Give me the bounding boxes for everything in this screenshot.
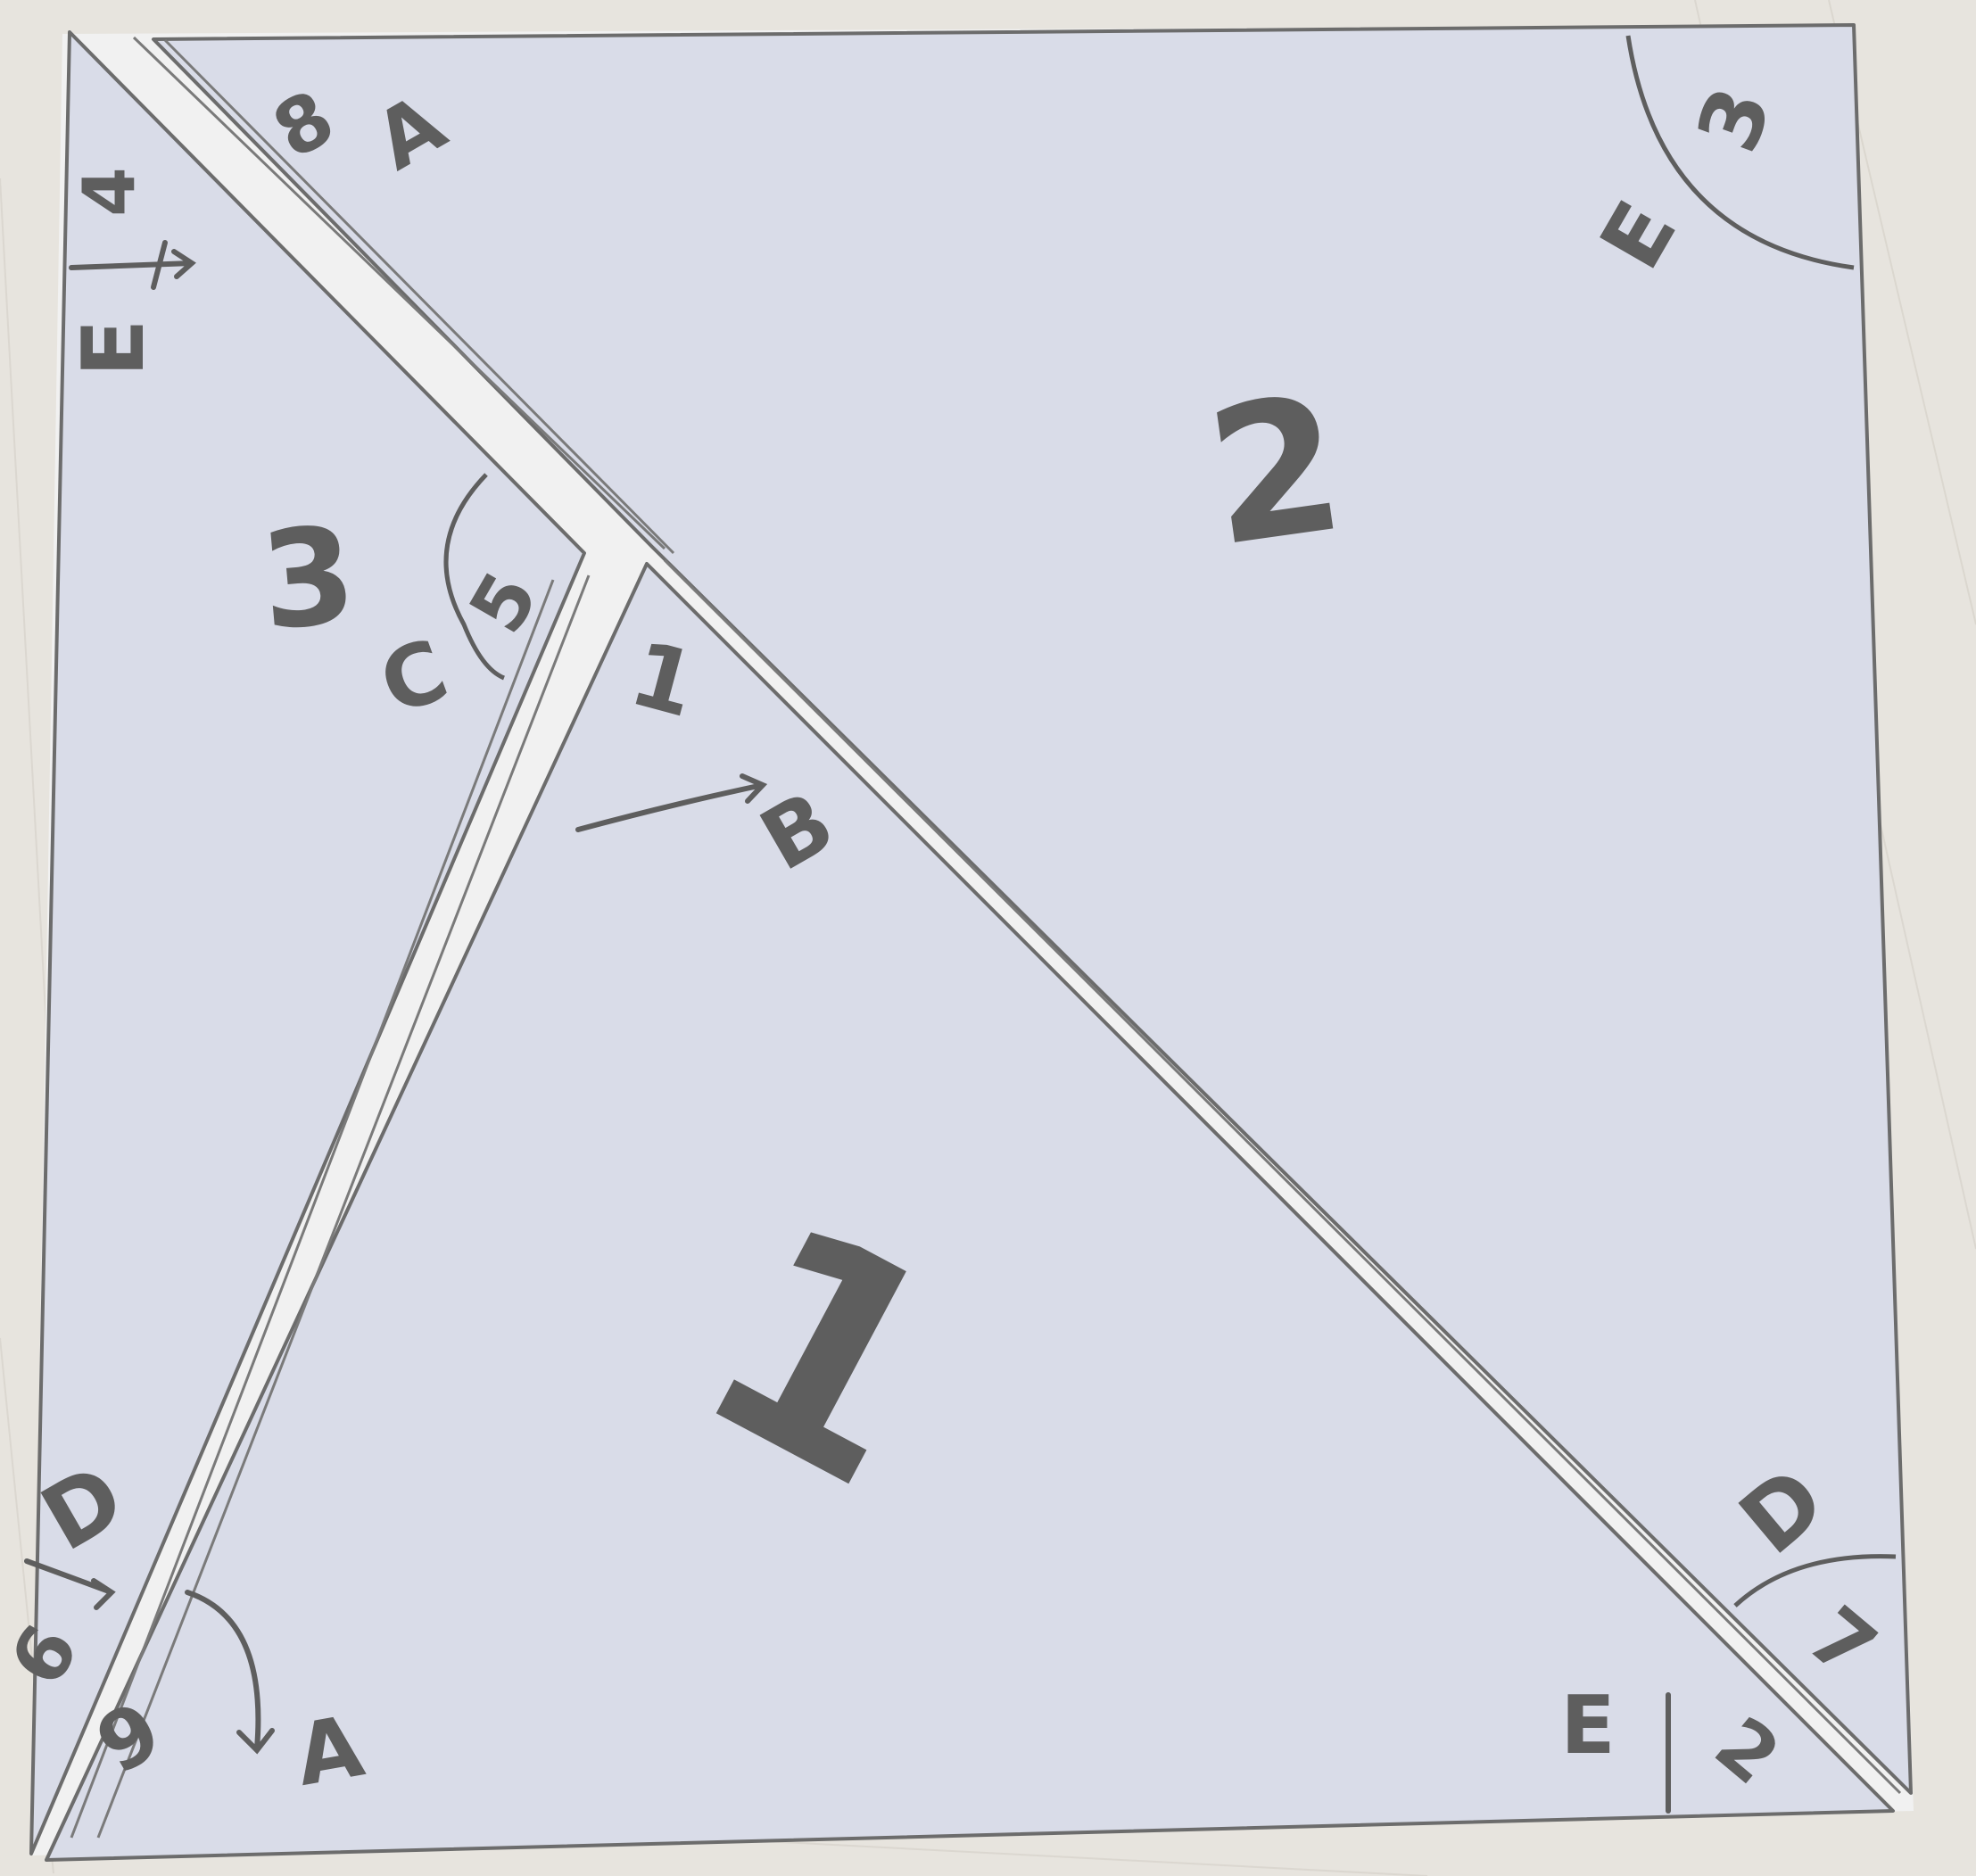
arc-center-5 [443, 473, 506, 681]
cut-edge-lines [70, 36, 1902, 1839]
label-e-bottom-right: E [1560, 1679, 1615, 1773]
piece-number-3: 3 [255, 498, 361, 660]
arc-top-right [1625, 35, 1855, 270]
arrow-e-top-left [69, 249, 196, 279]
piece-1 [45, 562, 1895, 1862]
arrow-a-bottom [185, 1590, 275, 1755]
piece-number-2: 2 [1196, 354, 1356, 589]
arrows [24, 240, 1671, 1814]
label-4-top-left: 4 [68, 167, 151, 217]
piece-3 [29, 30, 586, 1855]
arc-bottom-right [1733, 1554, 1897, 1607]
label-e-top-left: E [65, 319, 163, 377]
tick-e-top-left [151, 240, 168, 290]
arrow-6 [24, 1558, 116, 1610]
corner-arcs [443, 35, 1897, 1607]
arrow-b [575, 773, 768, 832]
